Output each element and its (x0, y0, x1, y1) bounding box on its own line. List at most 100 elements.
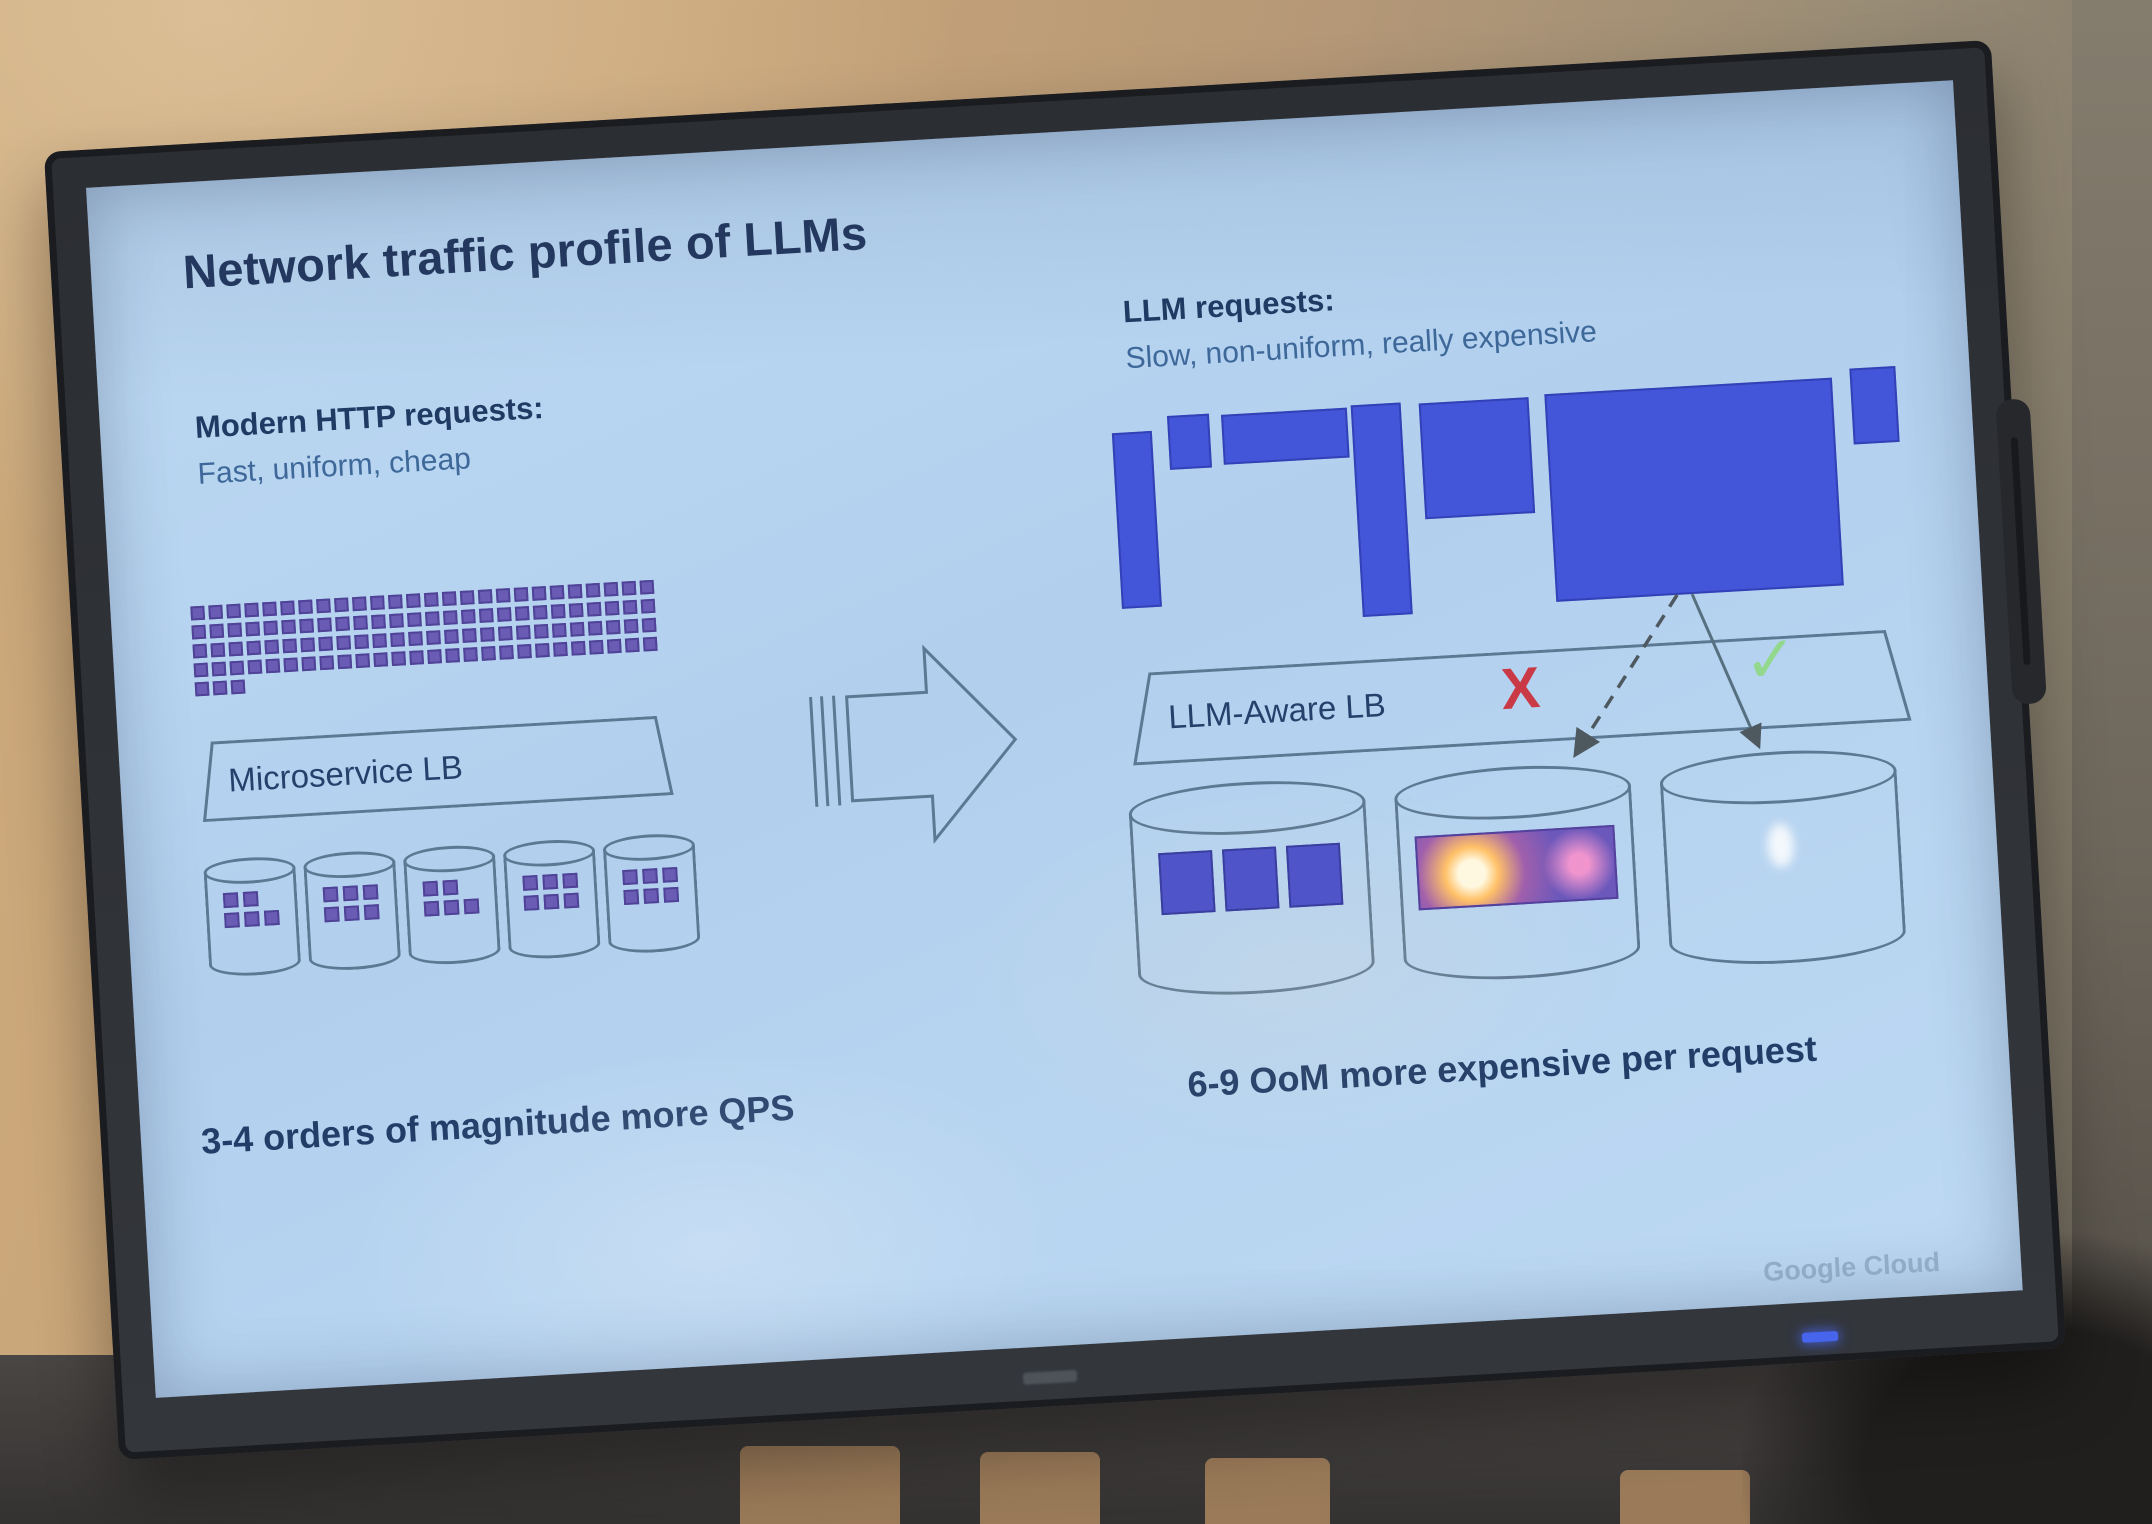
http-request-square (300, 637, 316, 653)
stored-request-square (442, 879, 459, 896)
http-request-square (317, 617, 332, 633)
http-request-square (624, 637, 640, 653)
http-request-square (445, 648, 460, 663)
http-request-square (227, 622, 243, 638)
http-request-square (280, 600, 295, 616)
http-request-square (639, 579, 655, 595)
http-request-square (588, 639, 604, 655)
llm-request-block (1849, 365, 1900, 445)
http-request-square (299, 618, 315, 634)
right-caption: 6-9 OoM more expensive per request (1186, 1027, 1818, 1105)
tv-brand-logo (1022, 1369, 1078, 1385)
microservice-backends (203, 832, 701, 978)
chair-back (1205, 1458, 1330, 1524)
http-request-square (209, 623, 225, 639)
http-request-square (355, 653, 371, 669)
http-request-square (568, 602, 584, 618)
http-request-square (513, 587, 529, 602)
tv-side-handle (1995, 398, 2047, 705)
stored-request-square (343, 905, 360, 922)
http-request-square (319, 655, 335, 671)
http-request-square (391, 651, 407, 667)
dashed-route-arrow (1573, 593, 1679, 759)
http-request-square (423, 592, 439, 608)
http-request-square (623, 618, 639, 634)
stored-request-square (362, 884, 379, 901)
http-request-square (496, 607, 512, 622)
camera-glare (1416, 827, 1617, 909)
stored-request-square (342, 885, 359, 902)
routing-arrows (1573, 593, 1762, 759)
stored-request-square (263, 909, 280, 926)
http-request-square (514, 606, 530, 621)
cylinder-row (422, 878, 479, 897)
http-request-square (481, 646, 496, 661)
http-request-square (585, 582, 601, 598)
http-request-square (426, 630, 441, 645)
stored-request-square (363, 904, 380, 921)
http-request-square (532, 605, 548, 620)
http-request-square (605, 619, 621, 635)
http-request-square (211, 661, 227, 677)
http-request-square (228, 641, 244, 657)
cylinder-row (322, 884, 379, 903)
http-request-square (335, 616, 350, 632)
cylinder-row (523, 892, 580, 911)
stored-request-square (562, 872, 579, 889)
cylinder-contents (1158, 842, 1344, 916)
http-request-square (407, 612, 422, 628)
cylinder-contents (522, 872, 580, 911)
stored-request-square (242, 891, 259, 907)
llm-aware-lb: LLM-Aware LB X ✓ (1128, 622, 1912, 766)
http-request-square (354, 634, 370, 650)
http-request-square (425, 611, 440, 627)
database-cylinder (303, 849, 402, 972)
http-request-square (282, 638, 298, 654)
http-request-square (517, 643, 532, 659)
cylinder-contents (422, 878, 480, 917)
http-request-square (642, 636, 658, 652)
google-cloud-watermark: Google Cloud (1762, 1246, 1941, 1288)
stored-request-square (222, 892, 239, 909)
http-request-square (460, 609, 476, 624)
stored-request-square (322, 886, 339, 903)
http-request-square (459, 590, 475, 605)
http-request-square (533, 623, 549, 639)
tv-power-led (1801, 1330, 1839, 1343)
http-request-square (409, 650, 425, 665)
http-request-square (463, 647, 478, 662)
http-request-square (387, 594, 403, 610)
cylinder-row (224, 909, 280, 929)
llm-request-block (1166, 413, 1212, 470)
cylinder-contents (222, 890, 280, 929)
stored-request-square (523, 894, 540, 911)
stored-request-block (1158, 850, 1216, 916)
http-request-square (352, 596, 367, 612)
http-request-square (587, 620, 603, 636)
http-request-square (462, 628, 477, 643)
stored-request-square (543, 893, 560, 910)
database-cylinder (502, 838, 601, 961)
http-request-square (372, 633, 387, 649)
http-request-square (603, 581, 619, 597)
cylinder-row (423, 898, 480, 917)
stored-request-square (642, 868, 659, 884)
stored-request-square (443, 899, 460, 916)
http-request-square (389, 613, 404, 629)
database-cylinder (602, 832, 701, 955)
tv-display: Network traffic profile of LLMs Modern H… (43, 39, 2067, 1461)
presentation-slide: Network traffic profile of LLMs Modern H… (86, 80, 2023, 1398)
llm-request-block (1220, 407, 1350, 465)
http-request-square (230, 679, 246, 695)
cylinder-row (323, 904, 380, 923)
http-request-square (570, 640, 586, 656)
stored-request-square (423, 900, 440, 917)
stored-request-square (422, 880, 439, 897)
http-request-square (191, 624, 207, 640)
camera-glare (1766, 822, 1795, 869)
solid-route-arrow (1690, 593, 1762, 750)
http-request-square (531, 586, 547, 601)
stored-request-square (623, 889, 640, 906)
http-request-square (640, 598, 656, 614)
